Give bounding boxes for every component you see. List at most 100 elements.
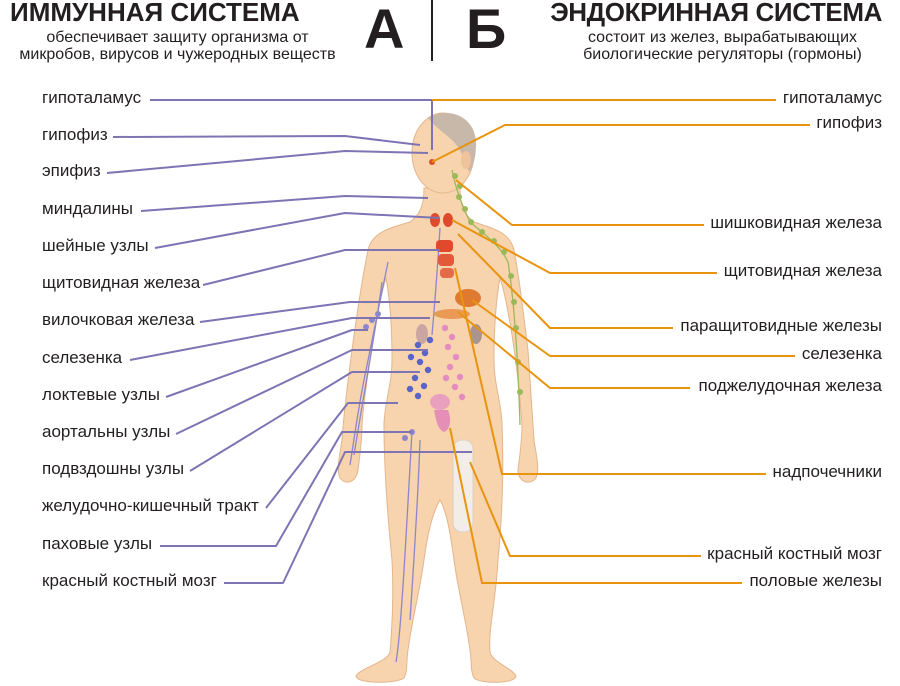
endocrine-leader-line-pineal [455, 179, 704, 226]
endocrine-leader-line-adrenal [454, 267, 766, 475]
immune-leader-line-thyroid [202, 249, 440, 286]
lymph-node [511, 299, 517, 305]
thyroid-organ [430, 213, 440, 227]
lymph-node [452, 353, 460, 361]
stomach-organ [434, 309, 470, 319]
lymph-node [452, 173, 458, 179]
leg-lymph-vessel [409, 439, 421, 621]
endocrine-leader-lines [431, 99, 810, 584]
immune-leader-line-iliac-nodes [189, 371, 420, 472]
endocrine-leader-line-bone-marrow [469, 461, 701, 557]
lymph-nodes [363, 173, 523, 441]
immune-label-cervical-nodes: шейные узлы [42, 236, 149, 255]
endocrine-leader-line-thyroid [451, 219, 717, 274]
arm-lymph-vessel [353, 281, 383, 456]
lymph-node [420, 382, 428, 390]
lymph-node [363, 324, 369, 330]
immune-label-tonsils: миндалины [42, 199, 133, 218]
endocrine-label-spleen: селезенка [801, 344, 882, 363]
immune-label-pituitary: гипофиз [42, 125, 108, 144]
lymph-node [444, 343, 452, 351]
endocrine-label-parathyroid: паращитовидные железы [680, 316, 882, 335]
immune-subtitle-line: микробов, вирусов и чужеродных веществ [19, 46, 336, 63]
kidney-organ [416, 324, 428, 344]
immune-leader-line-epiphysis [106, 150, 429, 174]
immune-label-hypothalamus: гипоталамус [42, 88, 142, 107]
immune-subtitle-line: обеспечивает защиту организма от [46, 29, 309, 46]
lymph-node [517, 389, 523, 395]
endocrine-label-gonads: половые железы [749, 571, 882, 590]
lymph-node [451, 383, 459, 391]
immune-label-iliac-nodes: подвздошны узлы [42, 459, 185, 478]
lymph-node [441, 324, 449, 332]
endocrine-subtitle-line: биологические регуляторы (гормоны) [583, 46, 862, 63]
lymph-node [402, 435, 408, 441]
immune-leader-line-hypothalamus [150, 99, 433, 150]
immune-leader-line-aortic-nodes [175, 349, 428, 435]
immune-system-subtitle: обеспечивает защиту организма от микробо… [5, 29, 350, 63]
leg-lymph-vessel [395, 431, 413, 663]
lymph-node [426, 336, 434, 344]
section-letter-a: А [364, 0, 405, 60]
lymph-node [414, 341, 422, 349]
ear [461, 151, 471, 169]
immune-label-inguinal-nodes: паховые узлы [42, 534, 153, 553]
gonads-organ [434, 410, 451, 432]
lymph-node [411, 374, 419, 382]
endocrine-leader-line-spleen [471, 299, 795, 357]
immune-leader-line-pituitary [112, 135, 421, 146]
thymus-organ [436, 240, 453, 252]
immune-leader-line-inguinal-nodes [160, 431, 412, 547]
lymph-node [448, 333, 456, 341]
immune-leader-line-tonsils [140, 195, 429, 212]
lymph-node [456, 194, 462, 200]
bladder-organ [430, 394, 450, 410]
immune-label-gi-tract: желудочно-кишечный тракт [42, 496, 259, 515]
section-letter-b: Б [466, 0, 507, 60]
lymph-node [458, 393, 466, 401]
lymph-node [468, 219, 474, 225]
adrenal-organ [440, 268, 454, 278]
lymph-node [406, 385, 414, 393]
immune-label-spleen: селезенка [42, 348, 123, 367]
immune-label-elbow-nodes: локтевые узлы [42, 385, 160, 404]
lymph-node [424, 366, 432, 374]
endocrine-label-pancreas: поджелудочная железа [698, 376, 882, 395]
endocrine-leader-line-pancreas [457, 311, 690, 389]
immune-leader-line-bone-marrow [224, 451, 472, 584]
lymph-node [446, 363, 454, 371]
lymph-node [414, 392, 422, 400]
endocrine-label-pineal: шишковидная железа [710, 213, 882, 232]
lymph-node [462, 206, 468, 212]
lymph-vessels [349, 169, 521, 663]
lymph-node [416, 358, 424, 366]
immune-label-aortic-nodes: аортальны узлы [42, 422, 171, 441]
endocrine-leader-line-pituitary [431, 124, 810, 163]
immune-leader-lines [106, 99, 472, 584]
lymph-node [456, 373, 464, 381]
lymph-node [479, 229, 485, 235]
endocrine-system-subtitle: состоит из желез, вырабатывающих биологи… [560, 29, 885, 63]
immune-leader-line-spleen [129, 317, 430, 361]
endocrine-label-thyroid: щитовидная железа [723, 261, 882, 280]
lymph-node [407, 353, 415, 361]
lymph-node [421, 349, 429, 357]
lymph-node [375, 311, 381, 317]
lymph-node [508, 273, 514, 279]
immune-label-thymus: вилочковая железа [42, 310, 195, 329]
arm-lymph-vessel [349, 261, 389, 466]
endocrine-label-pituitary: гипофиз [816, 113, 882, 132]
immune-label-epiphysis: эпифиз [42, 161, 101, 180]
lymph-node [442, 374, 450, 382]
immune-leader-line-gi-tract [265, 402, 398, 509]
lymph-node [501, 249, 507, 255]
thoracic-duct [431, 227, 441, 336]
immune-label-thyroid: щитовидная железа [42, 273, 201, 292]
endocrine-leader-line-gonads [449, 427, 742, 584]
immune-leader-line-thymus [199, 301, 440, 323]
immune-leader-line-cervical-nodes [154, 212, 441, 249]
endocrine-label-bone-marrow: красный костный мозг [707, 544, 882, 563]
immune-leader-line-elbow-nodes [165, 329, 368, 398]
